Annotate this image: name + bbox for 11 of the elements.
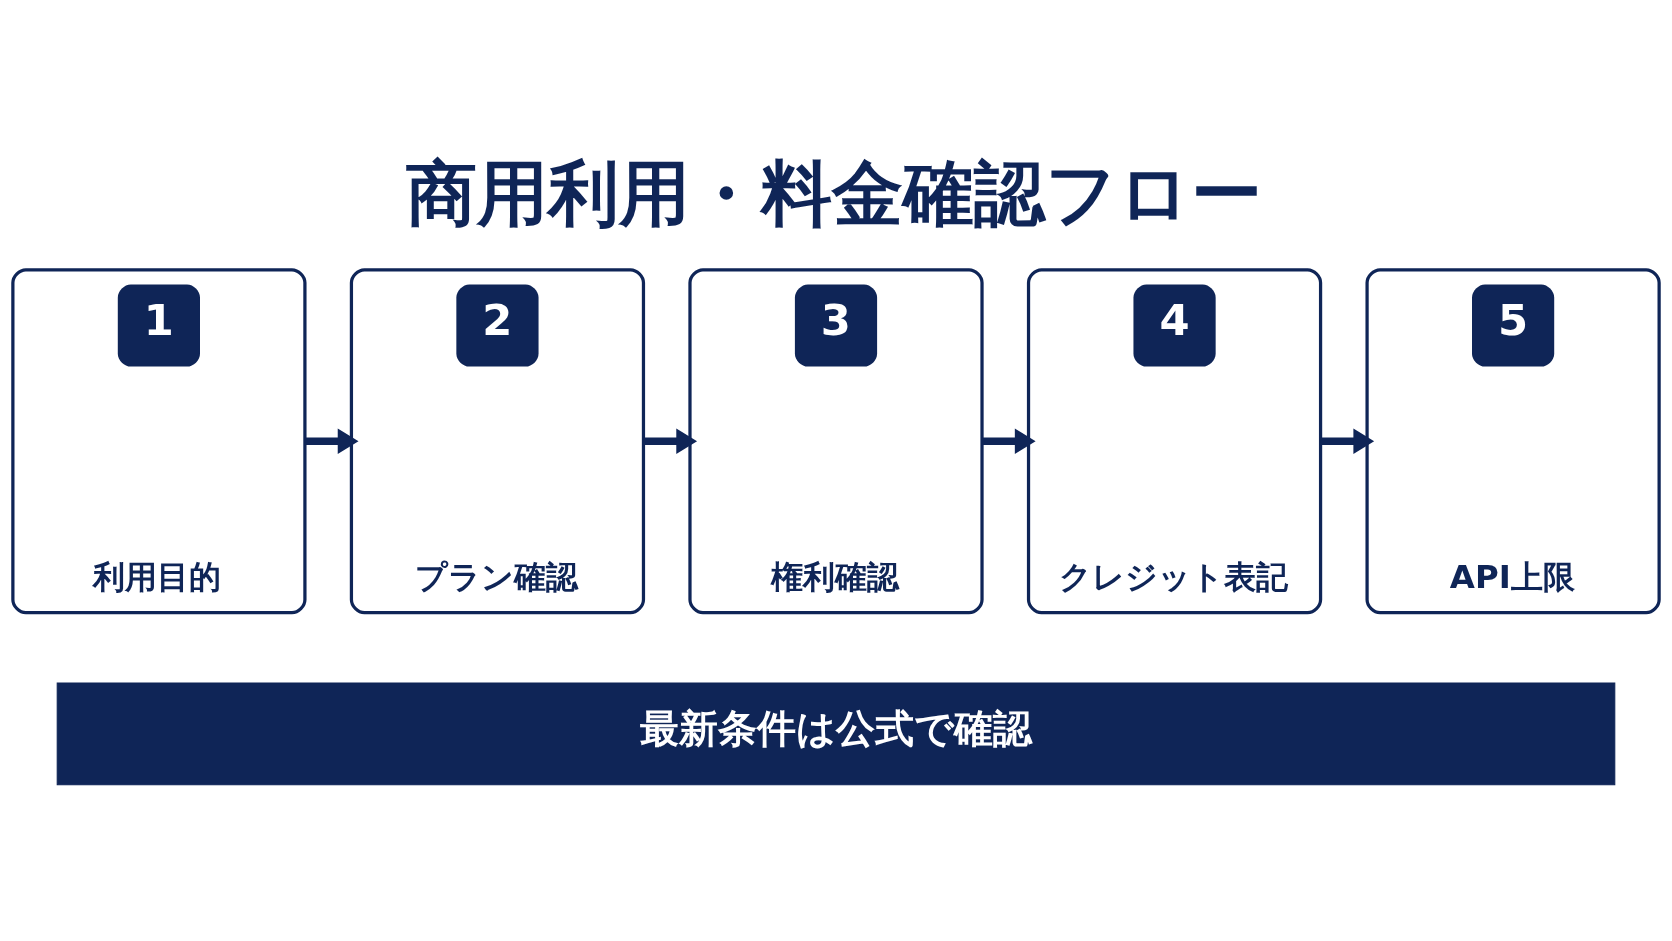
arrow bbox=[982, 428, 1036, 454]
node-box: 2 プラン確認 bbox=[349, 267, 646, 614]
arrow bbox=[1320, 428, 1375, 454]
arrow bbox=[643, 428, 698, 454]
arrow bbox=[305, 428, 359, 454]
node-box: 3 権利確認 bbox=[688, 267, 984, 614]
node-box: 4 クレジット表記 bbox=[1026, 267, 1323, 614]
diagram-title: 商用利用・料金確認フロー bbox=[405, 151, 1262, 235]
node-box: 1 利用目的 bbox=[11, 267, 307, 614]
node-box: 最新条件は公式で確認 bbox=[56, 681, 1616, 785]
node-box: 5 API上限 bbox=[1365, 267, 1661, 614]
